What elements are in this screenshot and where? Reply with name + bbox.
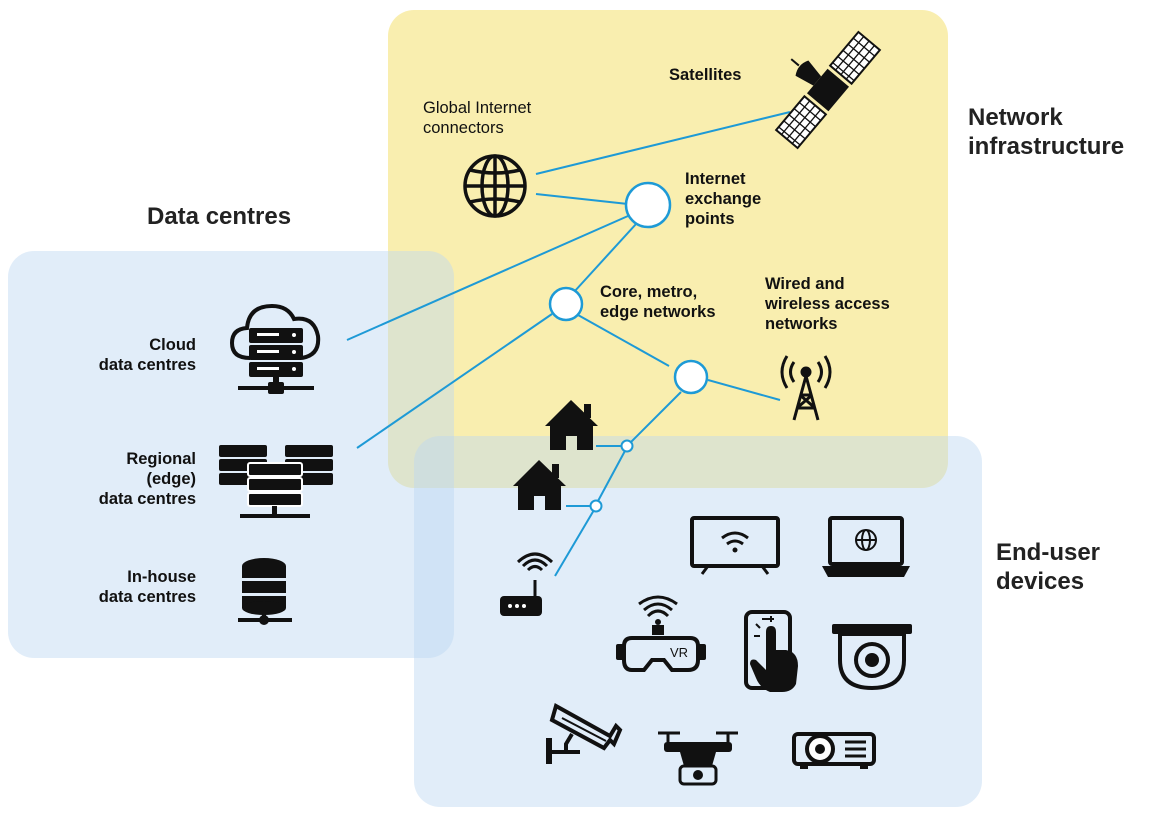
link-globe-ixp [535, 193, 629, 205]
ixp-label: Internet exchange points [685, 170, 762, 228]
cloud-server-icon [229, 303, 321, 394]
link-globe-satellite [535, 111, 791, 175]
link-ixp-core [573, 223, 637, 293]
drone-icon [658, 731, 738, 786]
access-networks-label: Wired and wireless access networks [765, 275, 890, 333]
network-links [346, 111, 791, 577]
end-user-devices-region [414, 436, 982, 807]
database-icon [238, 558, 292, 625]
satellite-icon [774, 30, 882, 150]
smart-tv-icon [690, 516, 780, 575]
smartphone-touch-icon [744, 610, 798, 692]
regional-data-centres-label: Regional (edge) data centres [98, 450, 196, 508]
junction-node-2 [589, 499, 603, 513]
vr-label: VR [670, 645, 688, 660]
link-branch-1 [597, 448, 627, 502]
in-house-data-centres-label: In-house data centres [98, 568, 196, 606]
global-internet-connectors-label: Global Internet connectors [423, 99, 532, 137]
junction-node-1 [620, 439, 634, 453]
house-icon-upper [545, 400, 598, 450]
regional-servers-icon [219, 445, 333, 518]
globe-icon [463, 154, 527, 218]
projector-icon [792, 732, 876, 769]
ixp-node [624, 181, 672, 229]
network-infrastructure-title: Network infrastructure [968, 104, 1125, 160]
core-metro-edge-label: Core, metro, edge networks [600, 283, 716, 321]
satellites-label: Satellites [669, 66, 742, 84]
link-access-tower [707, 379, 781, 401]
cell-tower-icon [780, 355, 832, 421]
core-node [548, 286, 584, 322]
link-core-access [577, 314, 670, 367]
link-branch-2 [554, 509, 595, 577]
cctv-camera-icon [546, 703, 623, 764]
link-regional-core [356, 313, 553, 449]
cloud-data-centres-label: Cloud data centres [98, 336, 196, 374]
house-icon-lower [513, 460, 566, 510]
data-centres-title: Data centres [147, 203, 292, 230]
dome-camera-icon [832, 624, 912, 691]
laptop-icon [822, 516, 910, 577]
link-cloud-ixp [346, 215, 629, 341]
end-user-devices-title: End-user devices [996, 539, 1101, 595]
access-node [673, 359, 709, 395]
wifi-router-icon [500, 552, 554, 616]
vr-headset-icon: VR [616, 595, 706, 672]
network-infrastructure-region [388, 10, 948, 488]
link-access-house [628, 391, 682, 445]
